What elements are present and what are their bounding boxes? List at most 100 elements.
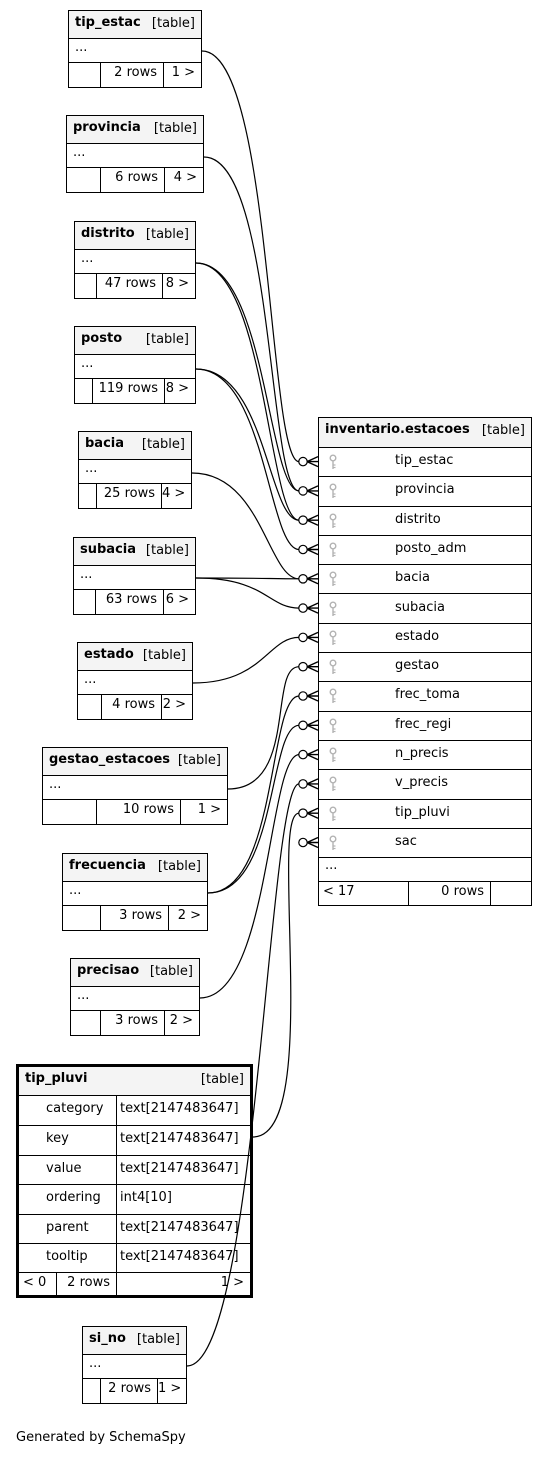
table-provincia[interactable]: provincia[table] ... 6 rows 4 >	[66, 115, 204, 193]
column-row-estado[interactable]: estado	[319, 624, 531, 654]
table-header: posto [table]	[75, 327, 195, 355]
table-bacia[interactable]: bacia[table] ... 25 rows 4 >	[78, 431, 192, 509]
crowfoot-marker	[306, 807, 319, 819]
table-frecuencia[interactable]: frecuencia[table] ... 3 rows 2 >	[62, 853, 208, 931]
parents-cell	[75, 273, 96, 298]
optional-circle	[298, 808, 308, 818]
table-precisao[interactable]: precisao[table] ... 3 rows 2 >	[70, 958, 200, 1036]
optional-circle	[298, 779, 308, 789]
column-row-gestao[interactable]: gestao	[319, 653, 531, 683]
row-count: 6 rows	[100, 167, 164, 192]
table-si-no[interactable]: si_no[table] ... 2 rows 1 >	[82, 1326, 187, 1404]
table-distrito[interactable]: distrito[table] ... 47 rows 8 >	[74, 221, 196, 299]
crowfoot-marker	[306, 455, 319, 468]
column-name: bacia	[395, 570, 430, 586]
table-posto[interactable]: posto [table] ... 119 rows 8 >	[74, 326, 196, 404]
table-header: tip_pluvi[table]	[19, 1067, 250, 1096]
table-kind: [table]	[145, 332, 189, 347]
optional-circle	[298, 486, 308, 496]
relationship-line	[195, 577, 300, 580]
column-name: frec_toma	[395, 687, 460, 703]
table-name: tip_estac	[75, 15, 141, 30]
relationship-line	[252, 812, 300, 1138]
parents-count: < 17	[323, 884, 355, 899]
table-name: precisao	[77, 963, 140, 978]
table-name: posto	[81, 331, 123, 346]
relationship-line	[195, 368, 300, 521]
table-footer: 10 rows 1 >	[43, 799, 227, 824]
table-footer: 119 rows 8 >	[75, 378, 195, 403]
table-name: si_no	[89, 1331, 126, 1346]
ellipsis-text: ...	[69, 883, 82, 898]
column-row-tip-estac[interactable]: tip_estac	[319, 448, 531, 478]
key-icon	[329, 454, 337, 474]
children-count: 1 >	[157, 1378, 186, 1403]
more-columns: ...	[319, 857, 531, 882]
optional-circle	[298, 573, 308, 584]
column-row-v-precis[interactable]: v_precis	[319, 770, 531, 800]
column-row-tip-pluvi[interactable]: tip_pluvi	[319, 800, 531, 829]
more-columns: ...	[69, 39, 201, 63]
table-header: provincia [table]	[67, 116, 203, 144]
more-columns: ...	[67, 144, 203, 168]
ellipsis-text: ...	[77, 988, 90, 1003]
crowfoot-marker	[306, 748, 319, 761]
table-footer: 47 rows 8 >	[75, 273, 195, 298]
column-row-sac[interactable]: sac	[319, 829, 531, 859]
optional-circle	[298, 691, 308, 701]
column-row-frec-toma[interactable]: frec_toma	[319, 682, 531, 712]
column-row-distrito[interactable]: distrito	[319, 507, 531, 536]
column-name: distrito	[395, 511, 441, 527]
table-header: gestao_estacoes[table]	[43, 748, 227, 776]
column-row-n-precis[interactable]: n_precis	[319, 741, 531, 771]
ellipsis-text: ...	[81, 356, 94, 371]
ellipsis-text: ...	[89, 1356, 102, 1371]
parents-cell	[79, 483, 96, 508]
ellipsis-text: ...	[81, 251, 94, 266]
table-name: subacia	[80, 542, 137, 557]
children-count: 8 >	[164, 378, 195, 403]
optional-circle	[298, 720, 308, 731]
parents-cell	[69, 62, 100, 87]
table-kind: [table]	[151, 16, 195, 31]
column-name: key	[46, 1131, 69, 1146]
key-icon	[329, 659, 337, 679]
column-row-frec-regi[interactable]: frec_regi	[319, 712, 531, 741]
column-row-posto-adm[interactable]: posto_adm	[319, 536, 531, 566]
table-kind: [table]	[177, 753, 221, 768]
table-name: provincia	[73, 120, 141, 135]
relationship-line	[227, 666, 300, 790]
column-row-subacia[interactable]: subacia	[319, 595, 531, 624]
optional-circle	[298, 515, 308, 525]
row-count: 25 rows	[96, 483, 161, 508]
table-estado[interactable]: estado[table] ... 4 rows 2 >	[77, 642, 193, 720]
parents-cell	[71, 1010, 100, 1035]
table-footer: 4 rows 2 >	[78, 694, 192, 719]
table-gestao-estacoes[interactable]: gestao_estacoes[table] ... 10 rows 1 >	[42, 747, 228, 825]
relationship-line	[191, 472, 300, 580]
column-row-provincia[interactable]: provincia	[319, 477, 531, 507]
table-subacia[interactable]: subacia[table] ... 63 rows 6 >	[73, 537, 196, 615]
row-count: 2 rows	[56, 1273, 116, 1295]
table-name: bacia	[85, 436, 125, 451]
key-icon	[329, 747, 337, 767]
crowfoot-marker	[306, 573, 319, 585]
table-tip-estac[interactable]: tip_estac[table] ... 2 rows 1 >	[68, 10, 202, 88]
column-row-bacia[interactable]: bacia	[319, 565, 531, 595]
children-count: 4 >	[161, 483, 191, 508]
children-count: 6 >	[163, 589, 195, 614]
column-name: parent	[46, 1220, 89, 1235]
parents-cell	[63, 905, 100, 930]
table-kind: [table]	[153, 121, 197, 136]
more-columns: ...	[78, 671, 192, 695]
ellipsis-text: ...	[325, 858, 338, 873]
